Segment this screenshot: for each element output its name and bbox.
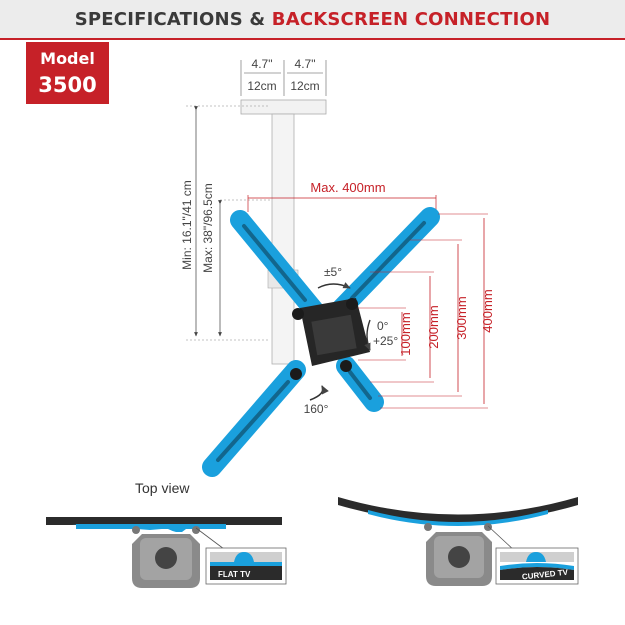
mount-arms	[202, 207, 440, 477]
arm-lower-left	[202, 360, 306, 477]
vesa-dim-100: 100mm	[398, 312, 413, 355]
pole-height-dimension: Min: 16.1"/41 cm Max: 38"/96.5cm	[180, 105, 270, 341]
arm-lower-right	[336, 356, 384, 412]
model-number: 3500	[38, 73, 97, 97]
tilt-annotation: 0° +25°	[364, 319, 398, 351]
title-part-backscreen: BACKSCREEN CONNECTION	[271, 9, 551, 30]
pole-width-dimension: 4.7" 4.7" 12cm 12cm	[240, 57, 327, 96]
rotate-angle: 160°	[304, 402, 329, 416]
flat-tv-label: FLAT TV	[218, 570, 251, 579]
vesa-dim-400: 400mm	[480, 289, 495, 332]
header-bar: SPECIFICATIONS & BACKSCREEN CONNECTION	[0, 0, 625, 40]
swivel-angle: ±5°	[324, 265, 342, 279]
top-view-label: Top view	[135, 480, 190, 496]
flat-tv-view: FLAT TV	[46, 517, 287, 588]
arm-upper-left	[230, 210, 328, 325]
rotate-annotation: 160°	[304, 385, 329, 416]
swivel-annotation: ±5°	[317, 265, 351, 289]
page-title: SPECIFICATIONS & BACKSCREEN CONNECTION	[0, 9, 625, 30]
pole-width-left-in: 4.7"	[252, 57, 273, 71]
vesa-max-width: Max. 400mm	[310, 180, 385, 195]
pole-width-right-in: 4.7"	[295, 57, 316, 71]
tilt-angle-b: +25°	[373, 334, 398, 348]
max-width-dimension: Max. 400mm	[247, 180, 437, 212]
swivel-arrow-icon	[317, 282, 351, 289]
curved-tv-view: CURVED TV	[338, 497, 579, 586]
rotate-arrow-icon	[309, 385, 329, 401]
pole-width-left-cm: 12cm	[247, 79, 276, 93]
title-part-specs: SPECIFICATIONS &	[74, 9, 272, 30]
vesa-dimensions: 100mm 200mm 300mm 400mm	[358, 213, 495, 409]
pole-min-height: Min: 16.1"/41 cm	[180, 180, 194, 270]
pole-max-height: Max: 38"/96.5cm	[201, 183, 215, 273]
model-label: Model	[40, 49, 95, 68]
tilt-arrow-icon	[364, 319, 371, 351]
vesa-dim-300: 300mm	[454, 296, 469, 339]
vesa-dim-200: 200mm	[426, 305, 441, 348]
center-plate	[290, 298, 370, 380]
tilt-angle-a: 0°	[377, 319, 389, 333]
model-badge: Model 3500	[26, 42, 109, 104]
arm-upper-right	[330, 207, 440, 320]
pole-width-right-cm: 12cm	[290, 79, 319, 93]
